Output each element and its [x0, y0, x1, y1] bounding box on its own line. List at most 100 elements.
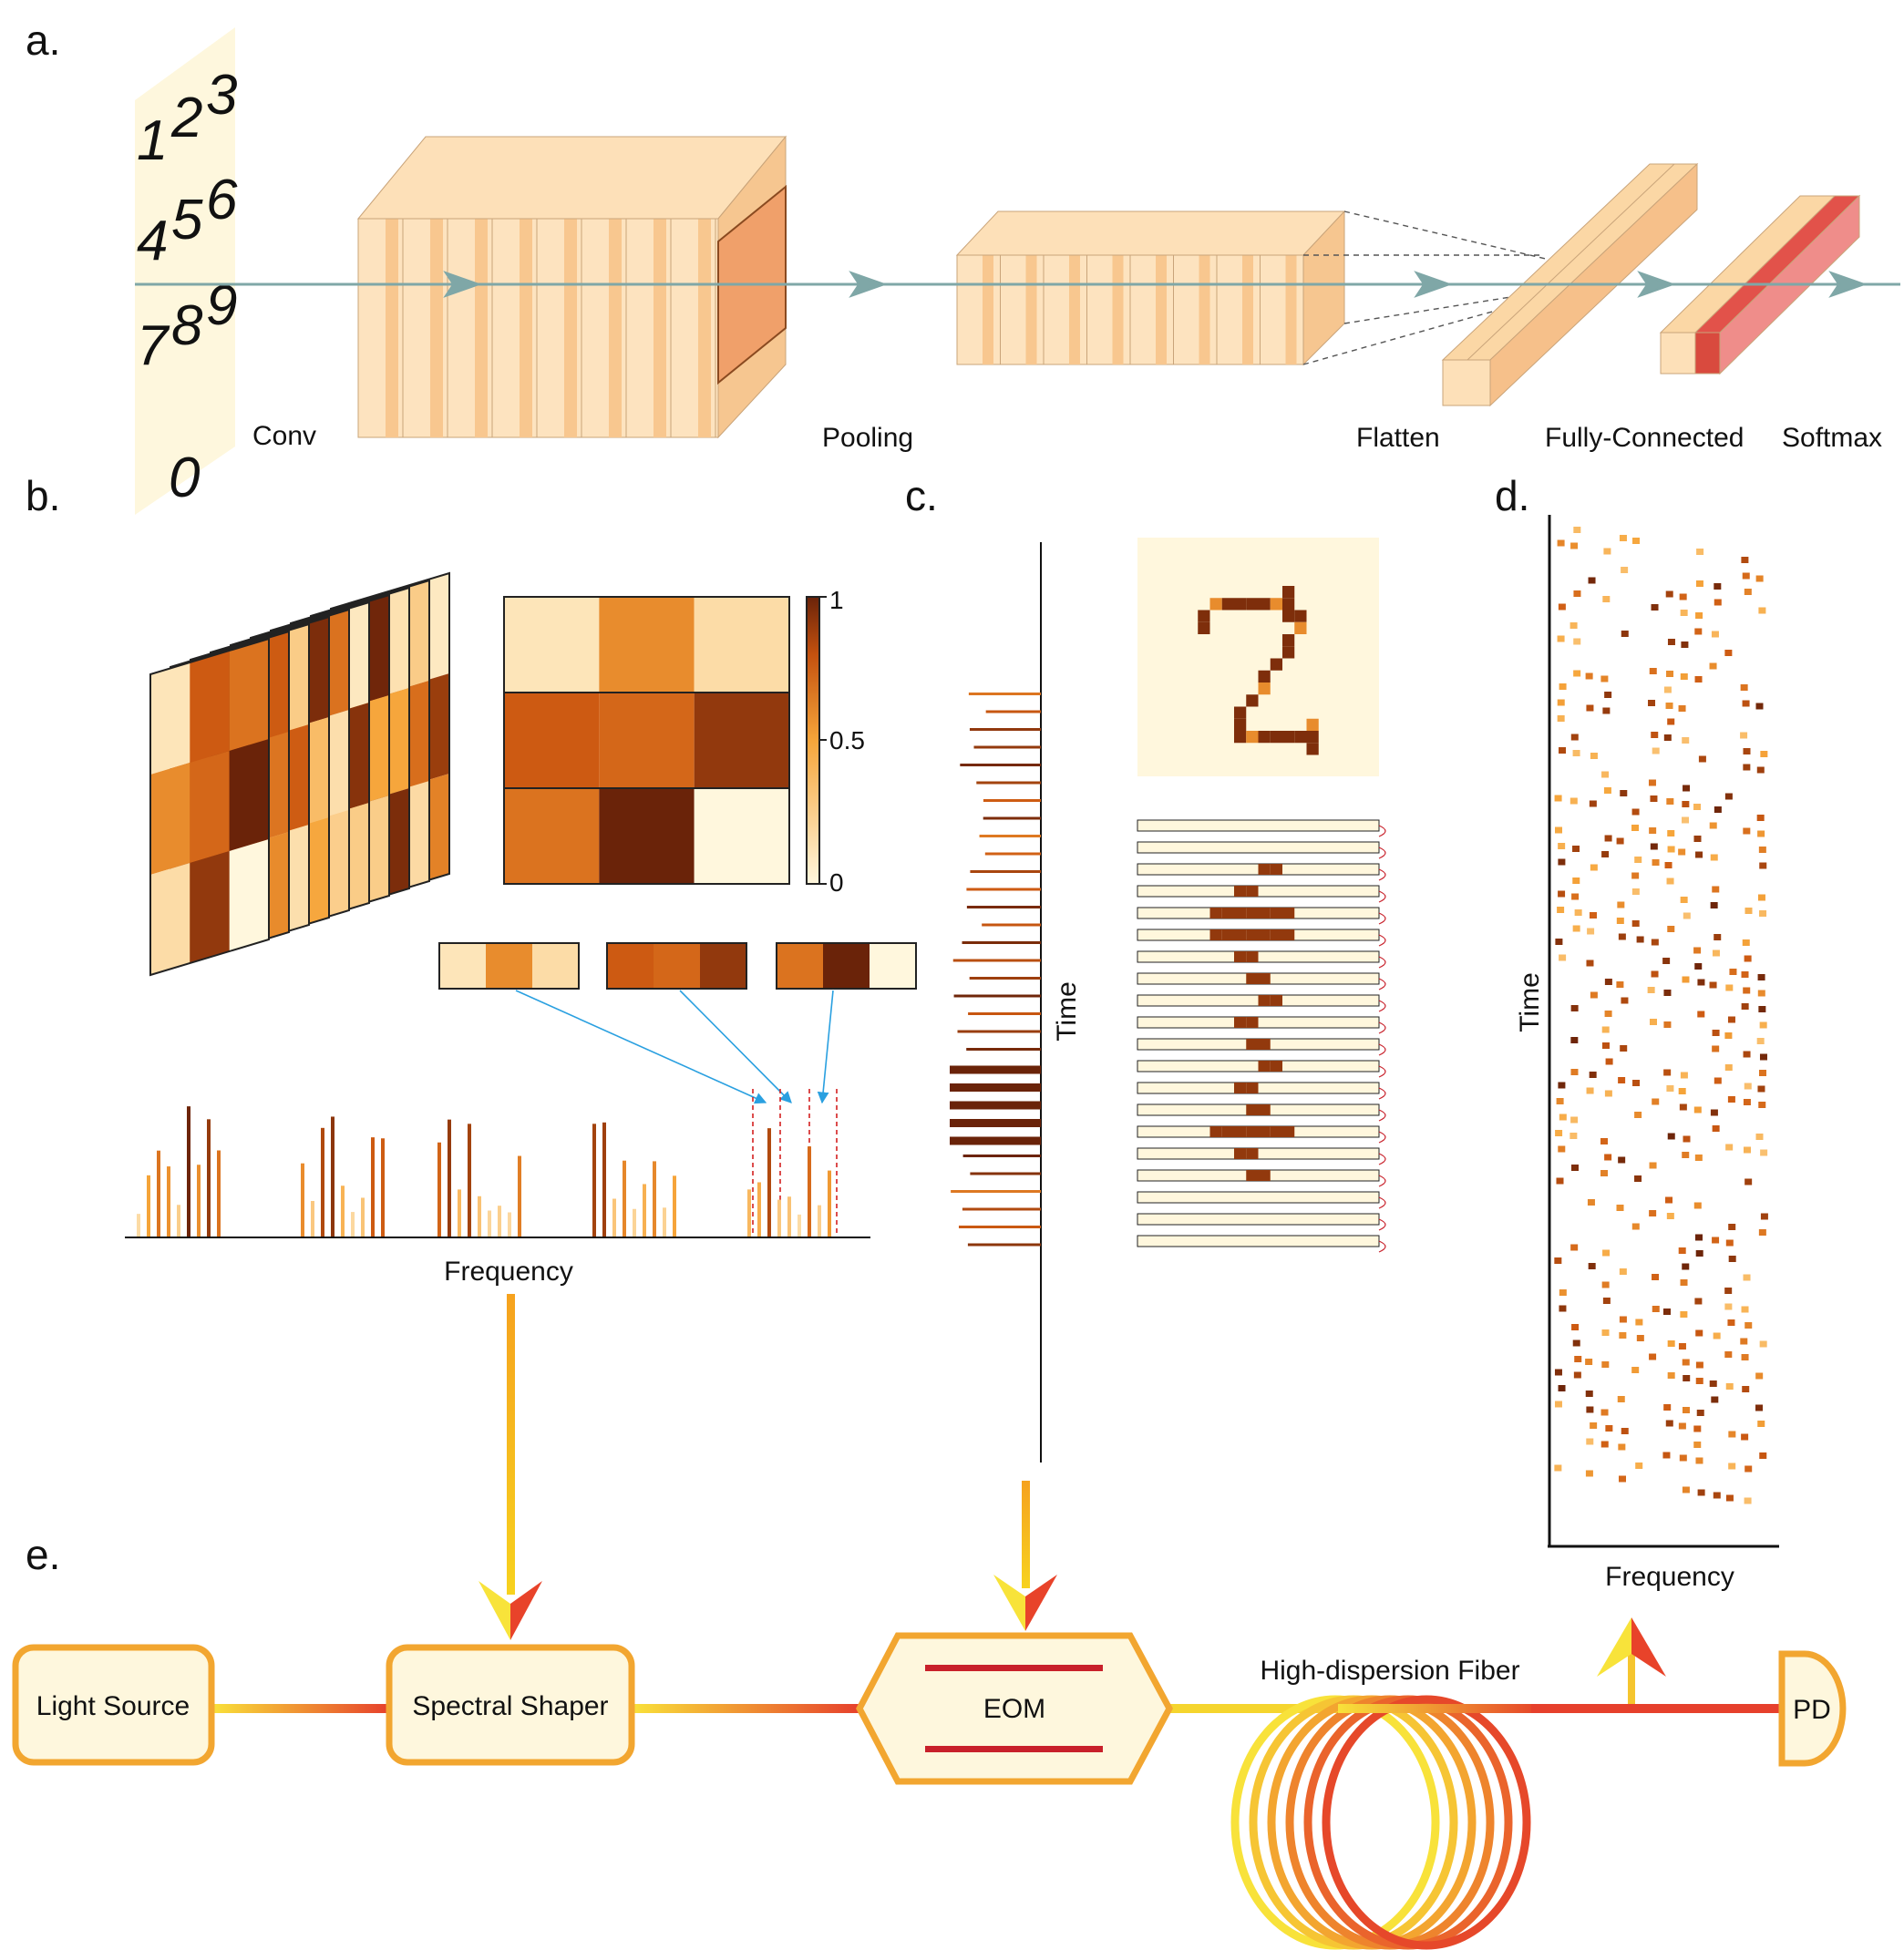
time-pulse [958, 1226, 1041, 1228]
spectrogram-cell [1586, 704, 1594, 712]
spectrogram-cell [1603, 787, 1611, 794]
time-pulse [983, 816, 1041, 820]
scan-row [1137, 819, 1380, 832]
scan-pixel [1234, 929, 1247, 940]
spectrogram-cell [1667, 718, 1675, 725]
time-pulse [976, 781, 1041, 785]
spectrogram-cell [1713, 1492, 1721, 1499]
spectrum-bar [612, 1198, 616, 1237]
spectrogram-cell [1693, 836, 1702, 842]
scan-loop [1378, 1087, 1386, 1100]
time-pulse [969, 977, 1041, 980]
kernel-cell [504, 788, 600, 884]
spectrogram-cell [1665, 1420, 1673, 1427]
spectrogram-cell [1744, 589, 1752, 595]
spectrogram-cell [1647, 987, 1655, 993]
spectrogram-cell [1710, 854, 1718, 861]
kernel-row-cell [532, 943, 579, 989]
scan-pixel [1258, 908, 1271, 919]
spectrogram-cell [1650, 843, 1658, 850]
scan-pixel [1221, 929, 1234, 940]
spectrum-bar [818, 1205, 821, 1237]
time-pulse [968, 693, 1041, 695]
kernel-stack [149, 571, 450, 977]
spectrogram-cell [1682, 976, 1690, 983]
spectrogram-cell [1604, 1011, 1612, 1017]
spectrogram-cell [1741, 557, 1749, 563]
digit-pixel [1306, 743, 1319, 755]
kernel-row-cell [777, 943, 823, 989]
stack-cell [229, 839, 269, 951]
digit: 4 [137, 210, 168, 272]
scan-pixel [1270, 929, 1282, 940]
digit-pixel [1270, 598, 1282, 611]
scan-pixel [1258, 1126, 1271, 1137]
spectrogram-cell [1604, 1154, 1612, 1161]
digit-pixel [1306, 731, 1319, 744]
colorbar [806, 596, 820, 885]
spectrogram-cell [1558, 1145, 1566, 1153]
arrow-to-eom [993, 1481, 1057, 1631]
spectrogram-cell [1557, 715, 1565, 722]
scan-pixel [1234, 908, 1247, 919]
spectrogram-cell [1759, 862, 1767, 869]
spectrogram-cell [1709, 662, 1717, 670]
spectrogram-cell [1694, 1155, 1703, 1161]
spectrogram-cell [1667, 830, 1675, 836]
scan-pixel [1270, 1126, 1282, 1137]
spectrogram-cell [1634, 857, 1642, 863]
digit-pixel [1270, 658, 1282, 671]
time-pulse [985, 710, 1041, 713]
spectrogram-cell [1620, 1045, 1628, 1052]
spectrogram-cell [1728, 1431, 1736, 1438]
spectrogram-cell [1573, 527, 1581, 533]
spectrogram-cell [1755, 1134, 1764, 1140]
spectrum-bar [828, 1170, 831, 1237]
scan-pixel [1234, 1083, 1247, 1093]
conv-block [356, 135, 787, 439]
spectrogram-cell [1694, 628, 1703, 635]
digit: 1 [137, 109, 168, 172]
spectrogram-cell [1724, 1032, 1733, 1039]
spectrogram-cell [1559, 954, 1567, 961]
time-pulse [970, 870, 1041, 873]
colorbar-tick: 0.5 [829, 726, 865, 754]
spectrogram-cell [1555, 826, 1563, 834]
time-pulse [966, 906, 1041, 908]
spectrogram-cell [1570, 1005, 1579, 1011]
spectrogram-cell [1743, 1274, 1751, 1281]
scan-pixel [1246, 973, 1259, 984]
time-pulse [970, 1172, 1041, 1175]
spectrogram-cell [1600, 1138, 1609, 1144]
conv-label: Conv [252, 421, 316, 451]
digit-pixel [1282, 731, 1295, 744]
spectrogram-cell [1554, 795, 1562, 802]
spectrogram-cell [1695, 1329, 1703, 1337]
scan-pixel [1234, 951, 1247, 962]
spectrogram-cell [1570, 734, 1579, 741]
spectrogram-cell [1714, 1077, 1722, 1084]
spectrogram-cell [1652, 1274, 1660, 1280]
scan-pixel [1270, 908, 1282, 919]
spectrogram-cell [1680, 1279, 1688, 1286]
spectrogram-cell [1693, 1442, 1702, 1448]
spectrogram-cell [1710, 902, 1718, 908]
digit-pixel [1234, 731, 1247, 744]
spectrogram-cell [1666, 798, 1674, 805]
digit-pixel [1209, 598, 1222, 611]
eom-label: EOM [983, 1694, 1045, 1724]
digit-pixel [1234, 718, 1247, 731]
spectrogram-cell [1601, 771, 1610, 778]
time-pulse [966, 888, 1041, 891]
kernel-cell [599, 597, 695, 693]
spectrogram-cell [1570, 1133, 1578, 1139]
spectrogram-cell [1694, 1234, 1703, 1241]
spectrum-bar [361, 1197, 365, 1237]
scan-loop [1378, 1153, 1386, 1165]
scan-loop [1378, 847, 1386, 859]
spectrogram-cell [1682, 1486, 1690, 1493]
spectrogram-cell [1648, 700, 1656, 706]
spectrogram-cell [1757, 1421, 1765, 1427]
scan-pixel [1246, 1126, 1259, 1137]
scan-loop [1378, 1218, 1386, 1231]
